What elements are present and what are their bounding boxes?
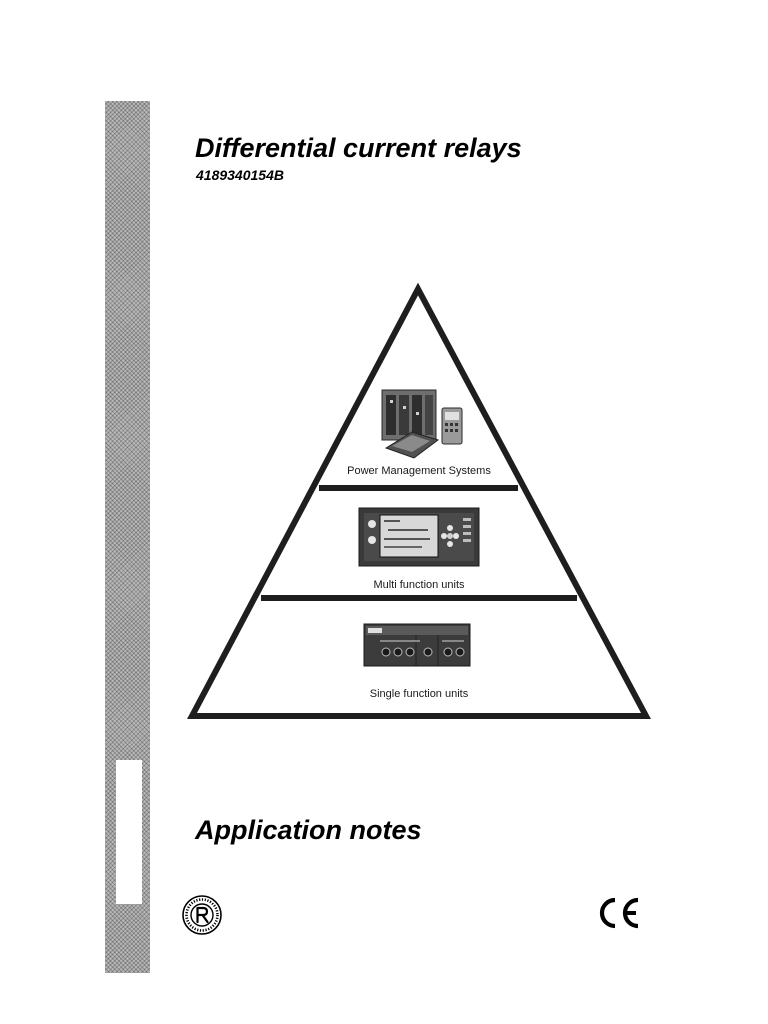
- power-management-system-photo: [381, 389, 463, 459]
- multi-function-unit-photo: [358, 507, 480, 567]
- ce-conformity-mark-icon: [599, 897, 639, 929]
- product-pyramid: Power Management Systems Multi function …: [187, 282, 652, 719]
- tier-label-single-function: Single function units: [370, 688, 469, 700]
- document-title: Differential current relays: [195, 133, 522, 163]
- single-function-unit-photo: [363, 623, 471, 667]
- pyramid-outline: [187, 282, 652, 719]
- registered-quality-seal-icon: [182, 895, 222, 935]
- application-notes-heading: Application notes: [195, 815, 422, 845]
- side-pattern-strip: [105, 101, 150, 973]
- tier-label-multi-function: Multi function units: [373, 579, 465, 591]
- tier-label-power-management: Power Management Systems: [347, 465, 491, 477]
- document-number: 4189340154B: [196, 167, 284, 183]
- side-strip-window: [116, 760, 142, 904]
